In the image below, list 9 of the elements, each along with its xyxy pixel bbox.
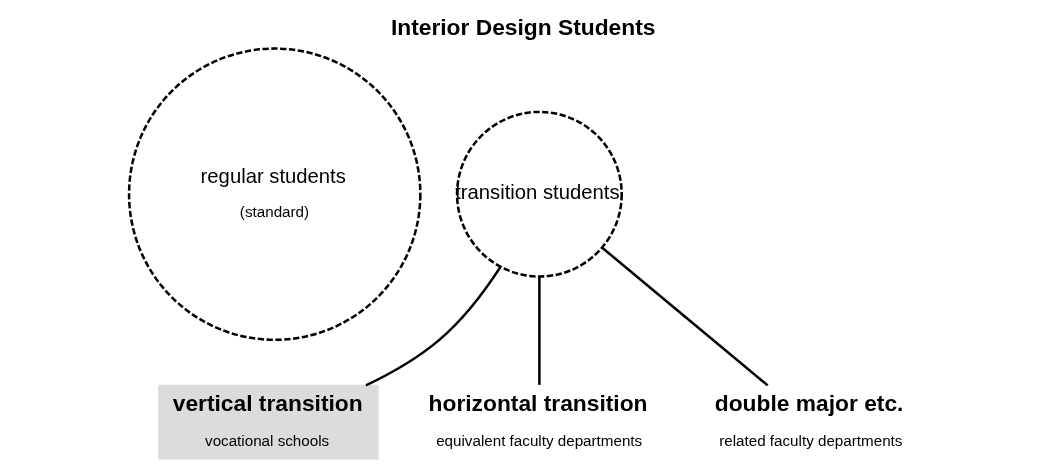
node-text: horizontal transition equivalent faculty departments [428,390,648,449]
connector [600,246,768,387]
node-box: vertical transition vocational schools [157,384,379,460]
node-text: double major etc. related faculty departments [714,390,903,449]
diagram-title: Interior Design Students [390,14,655,41]
connector [537,276,541,385]
connector [364,266,501,387]
node-circle: transition students [455,110,623,278]
node-circle: regular students (standard) [127,47,422,342]
